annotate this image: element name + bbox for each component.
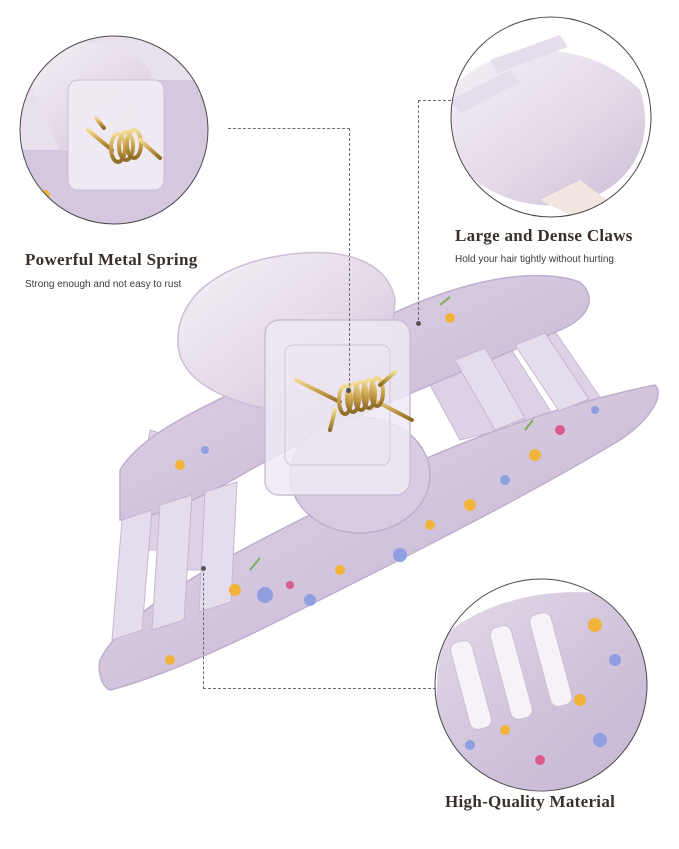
gold-spring: [294, 370, 414, 432]
connector-dot-spring: [346, 388, 351, 393]
spring-closeup-circle: [19, 35, 209, 225]
material-feature-title: High-Quality Material: [445, 792, 616, 811]
claw-teeth-front: [111, 332, 590, 641]
connector-dot-material: [201, 566, 206, 571]
connector-claws: [418, 100, 451, 325]
spring-feature-subtitle: Strong enough and not easy to rust: [25, 279, 182, 290]
connector-spring: [228, 128, 350, 391]
connector-dot-claws: [416, 321, 421, 326]
spring-feature-title: Powerful Metal Spring: [25, 250, 198, 269]
claws-feature-title: Large and Dense Claws: [455, 226, 633, 245]
claws-closeup-circle: [450, 16, 652, 218]
material-closeup-circle: [434, 578, 648, 792]
floral-print: [165, 296, 599, 665]
connector-material: [203, 568, 436, 689]
claws-feature-subtitle: Hold your hair tightly without hurting: [455, 254, 614, 265]
clear-hinge-block: [264, 319, 411, 496]
